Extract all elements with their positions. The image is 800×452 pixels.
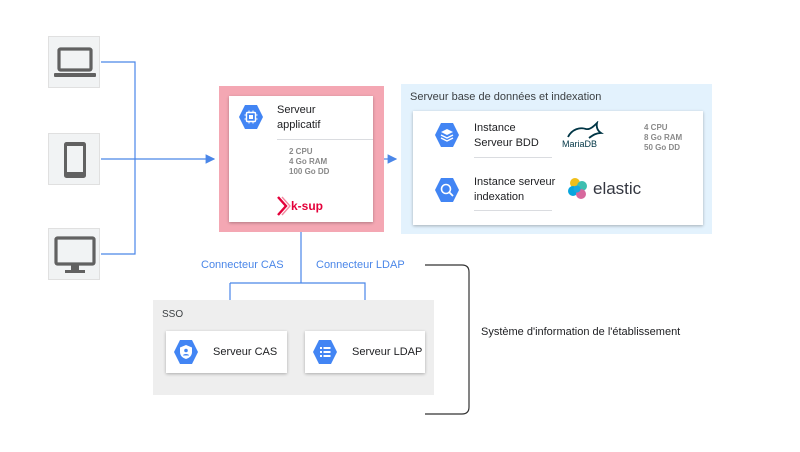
sso-title: SSO bbox=[162, 309, 184, 320]
cas-server-label: Serveur CAS bbox=[213, 346, 278, 358]
tablet-icon bbox=[64, 142, 86, 178]
db-spec-cpu: 4 CPU bbox=[644, 123, 668, 132]
mariadb-logo: MariaDB bbox=[562, 121, 606, 151]
elastic-logo-text: elastic bbox=[593, 179, 642, 198]
ksup-logo-text: k-sup bbox=[291, 199, 324, 213]
si-label: Système d'information de l'établissement bbox=[481, 326, 681, 338]
mariadb-logo-text: MariaDB bbox=[562, 139, 598, 149]
shield-user-icon bbox=[174, 340, 198, 364]
db-spec-disk: 50 Go DD bbox=[644, 143, 681, 152]
ksup-logo: k-sup bbox=[277, 196, 337, 216]
mariadb-seal-icon bbox=[567, 121, 604, 139]
db-spec-ram: 8 Go RAM bbox=[644, 133, 683, 142]
bdd-line1: Instance bbox=[474, 122, 516, 134]
cpu-chip-icon bbox=[239, 105, 263, 129]
layers-icon bbox=[435, 123, 459, 147]
ldap-server-card: Serveur LDAP bbox=[305, 331, 425, 373]
laptop-device bbox=[48, 36, 100, 88]
elastic-knot-icon bbox=[568, 178, 587, 199]
desktop-device bbox=[48, 228, 100, 280]
app-server-card: Serveur applicatif 2 CPU 4 Go RAM 100 Go… bbox=[229, 96, 373, 222]
tablet-device bbox=[48, 133, 100, 185]
app-server-separator bbox=[277, 139, 373, 140]
desktop-monitor-icon bbox=[54, 236, 96, 273]
connector-cas-label: Connecteur CAS bbox=[201, 259, 284, 271]
ldap-server-label: Serveur LDAP bbox=[352, 346, 423, 358]
cas-server-card: Serveur CAS bbox=[166, 331, 287, 373]
si-bracket bbox=[425, 264, 470, 415]
ksup-mark-icon bbox=[277, 196, 291, 216]
connector-ldap-label: Connecteur LDAP bbox=[316, 259, 405, 271]
app-server-spec-disk: 100 Go DD bbox=[289, 167, 330, 176]
laptop-connector bbox=[101, 61, 136, 255]
laptop-icon bbox=[54, 47, 96, 77]
app-server-spec-ram: 4 Go RAM bbox=[289, 157, 328, 166]
db-group-card: Instance Serveur BDD MariaDB 4 CPU 8 Go … bbox=[413, 111, 703, 225]
app-server-title-line2: applicatif bbox=[277, 119, 321, 131]
search-icon bbox=[435, 178, 459, 202]
app-server-spec-cpu: 2 CPU bbox=[289, 147, 313, 156]
bdd-line2: Serveur BDD bbox=[474, 137, 539, 149]
db-group-title: Serveur base de données et indexation bbox=[410, 91, 602, 103]
index-line2: indexation bbox=[474, 191, 525, 203]
index-line1: Instance serveur bbox=[474, 176, 556, 188]
bdd-separator bbox=[474, 157, 552, 158]
app-server-title-line1: Serveur bbox=[277, 104, 316, 116]
elastic-logo: elastic bbox=[566, 177, 646, 203]
list-icon bbox=[313, 340, 337, 364]
index-separator bbox=[474, 210, 552, 211]
